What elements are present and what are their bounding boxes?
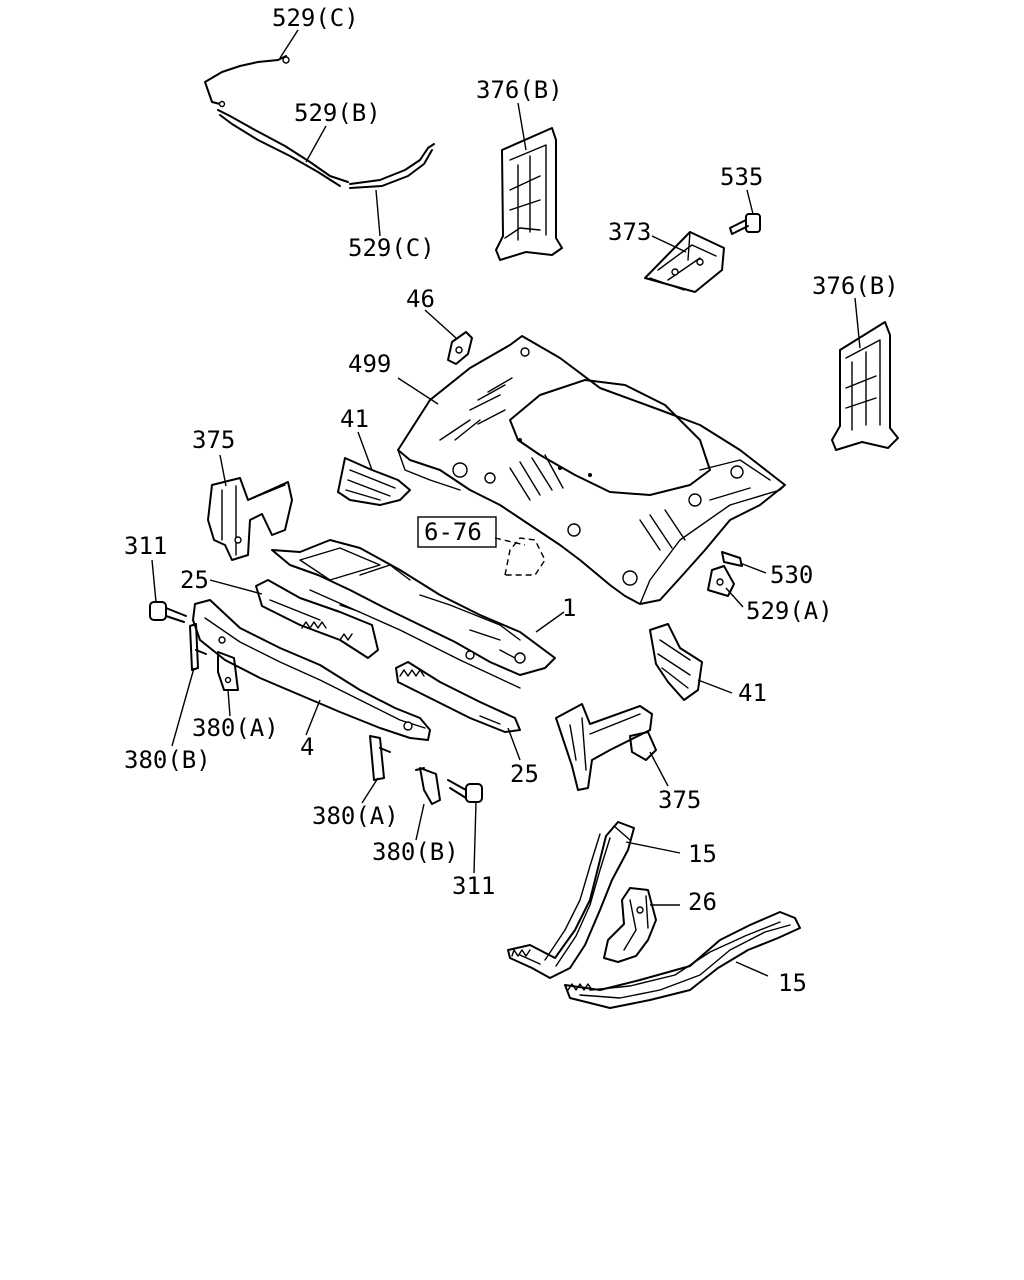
label-6-76: 6-76 [424, 518, 482, 546]
label-529b: 529(B) [294, 99, 381, 127]
part-41-left-extension [337, 457, 411, 506]
label-373: 373 [608, 218, 651, 246]
part-4-front-rail [192, 599, 431, 741]
label-375-left: 375 [192, 426, 235, 454]
part-46-bracket [447, 331, 473, 365]
part-15-upper-side-member [507, 821, 635, 979]
part-530-clip [721, 551, 743, 567]
leader-lines [151, 29, 861, 977]
part-15-lower-side-member [564, 911, 801, 1009]
label-311-left: 311 [124, 532, 167, 560]
part-26-bracket [603, 887, 657, 963]
label-15-bottom: 15 [778, 969, 807, 997]
part-529a-bracket [707, 565, 735, 597]
reference-6-76 [417, 516, 546, 576]
part-25-left-strip [255, 579, 379, 659]
label-380a-mid: 380(A) [312, 802, 399, 830]
label-15-top: 15 [688, 840, 717, 868]
label-380b-left: 380(B) [124, 746, 211, 774]
part-380a-mid-bracket [369, 735, 391, 781]
label-46: 46 [406, 285, 435, 313]
part-529-stay-rods [204, 55, 435, 189]
label-380b-mid: 380(B) [372, 838, 459, 866]
label-380a-left: 380(A) [192, 714, 279, 742]
label-529c-bottom: 529(C) [348, 234, 435, 262]
part-376b-left-panel [495, 127, 563, 261]
label-376b-right: 376(B) [812, 272, 899, 300]
label-529c-top: 529(C) [272, 4, 359, 32]
label-535: 535 [720, 163, 763, 191]
label-499: 499 [348, 350, 391, 378]
part-375-right-bracket [555, 703, 657, 791]
callout-labels: 529(C) 529(B) 529(C) 376(B) 535 373 376(… [124, 4, 899, 997]
label-1: 1 [562, 594, 576, 622]
part-376b-right-panel [831, 321, 899, 451]
label-41-left: 41 [340, 405, 369, 433]
part-535-bolt [729, 213, 761, 235]
part-380b-left-bracket [189, 623, 207, 671]
label-311-mid: 311 [452, 872, 495, 900]
label-529a: 529(A) [746, 597, 833, 625]
part-380b-mid-bracket [415, 767, 441, 805]
label-4: 4 [300, 733, 314, 761]
label-25-right: 25 [510, 760, 539, 788]
part-311-bolt-mid [447, 779, 483, 803]
part-25-right-strip [395, 661, 521, 733]
part-311-bolt-left [149, 601, 187, 623]
label-25-left: 25 [180, 566, 209, 594]
label-26: 26 [688, 888, 717, 916]
part-41-right-extension [649, 623, 703, 701]
label-376b-left: 376(B) [476, 76, 563, 104]
part-373-bracket [644, 231, 725, 293]
part-380a-left-bracket [217, 651, 239, 691]
label-375-right: 375 [658, 786, 701, 814]
part-375-left-bracket [207, 477, 293, 561]
label-530: 530 [770, 561, 813, 589]
part-1-crossmember [271, 539, 556, 689]
part-499-rear-floor-pan [397, 335, 786, 605]
label-41-right: 41 [738, 679, 767, 707]
